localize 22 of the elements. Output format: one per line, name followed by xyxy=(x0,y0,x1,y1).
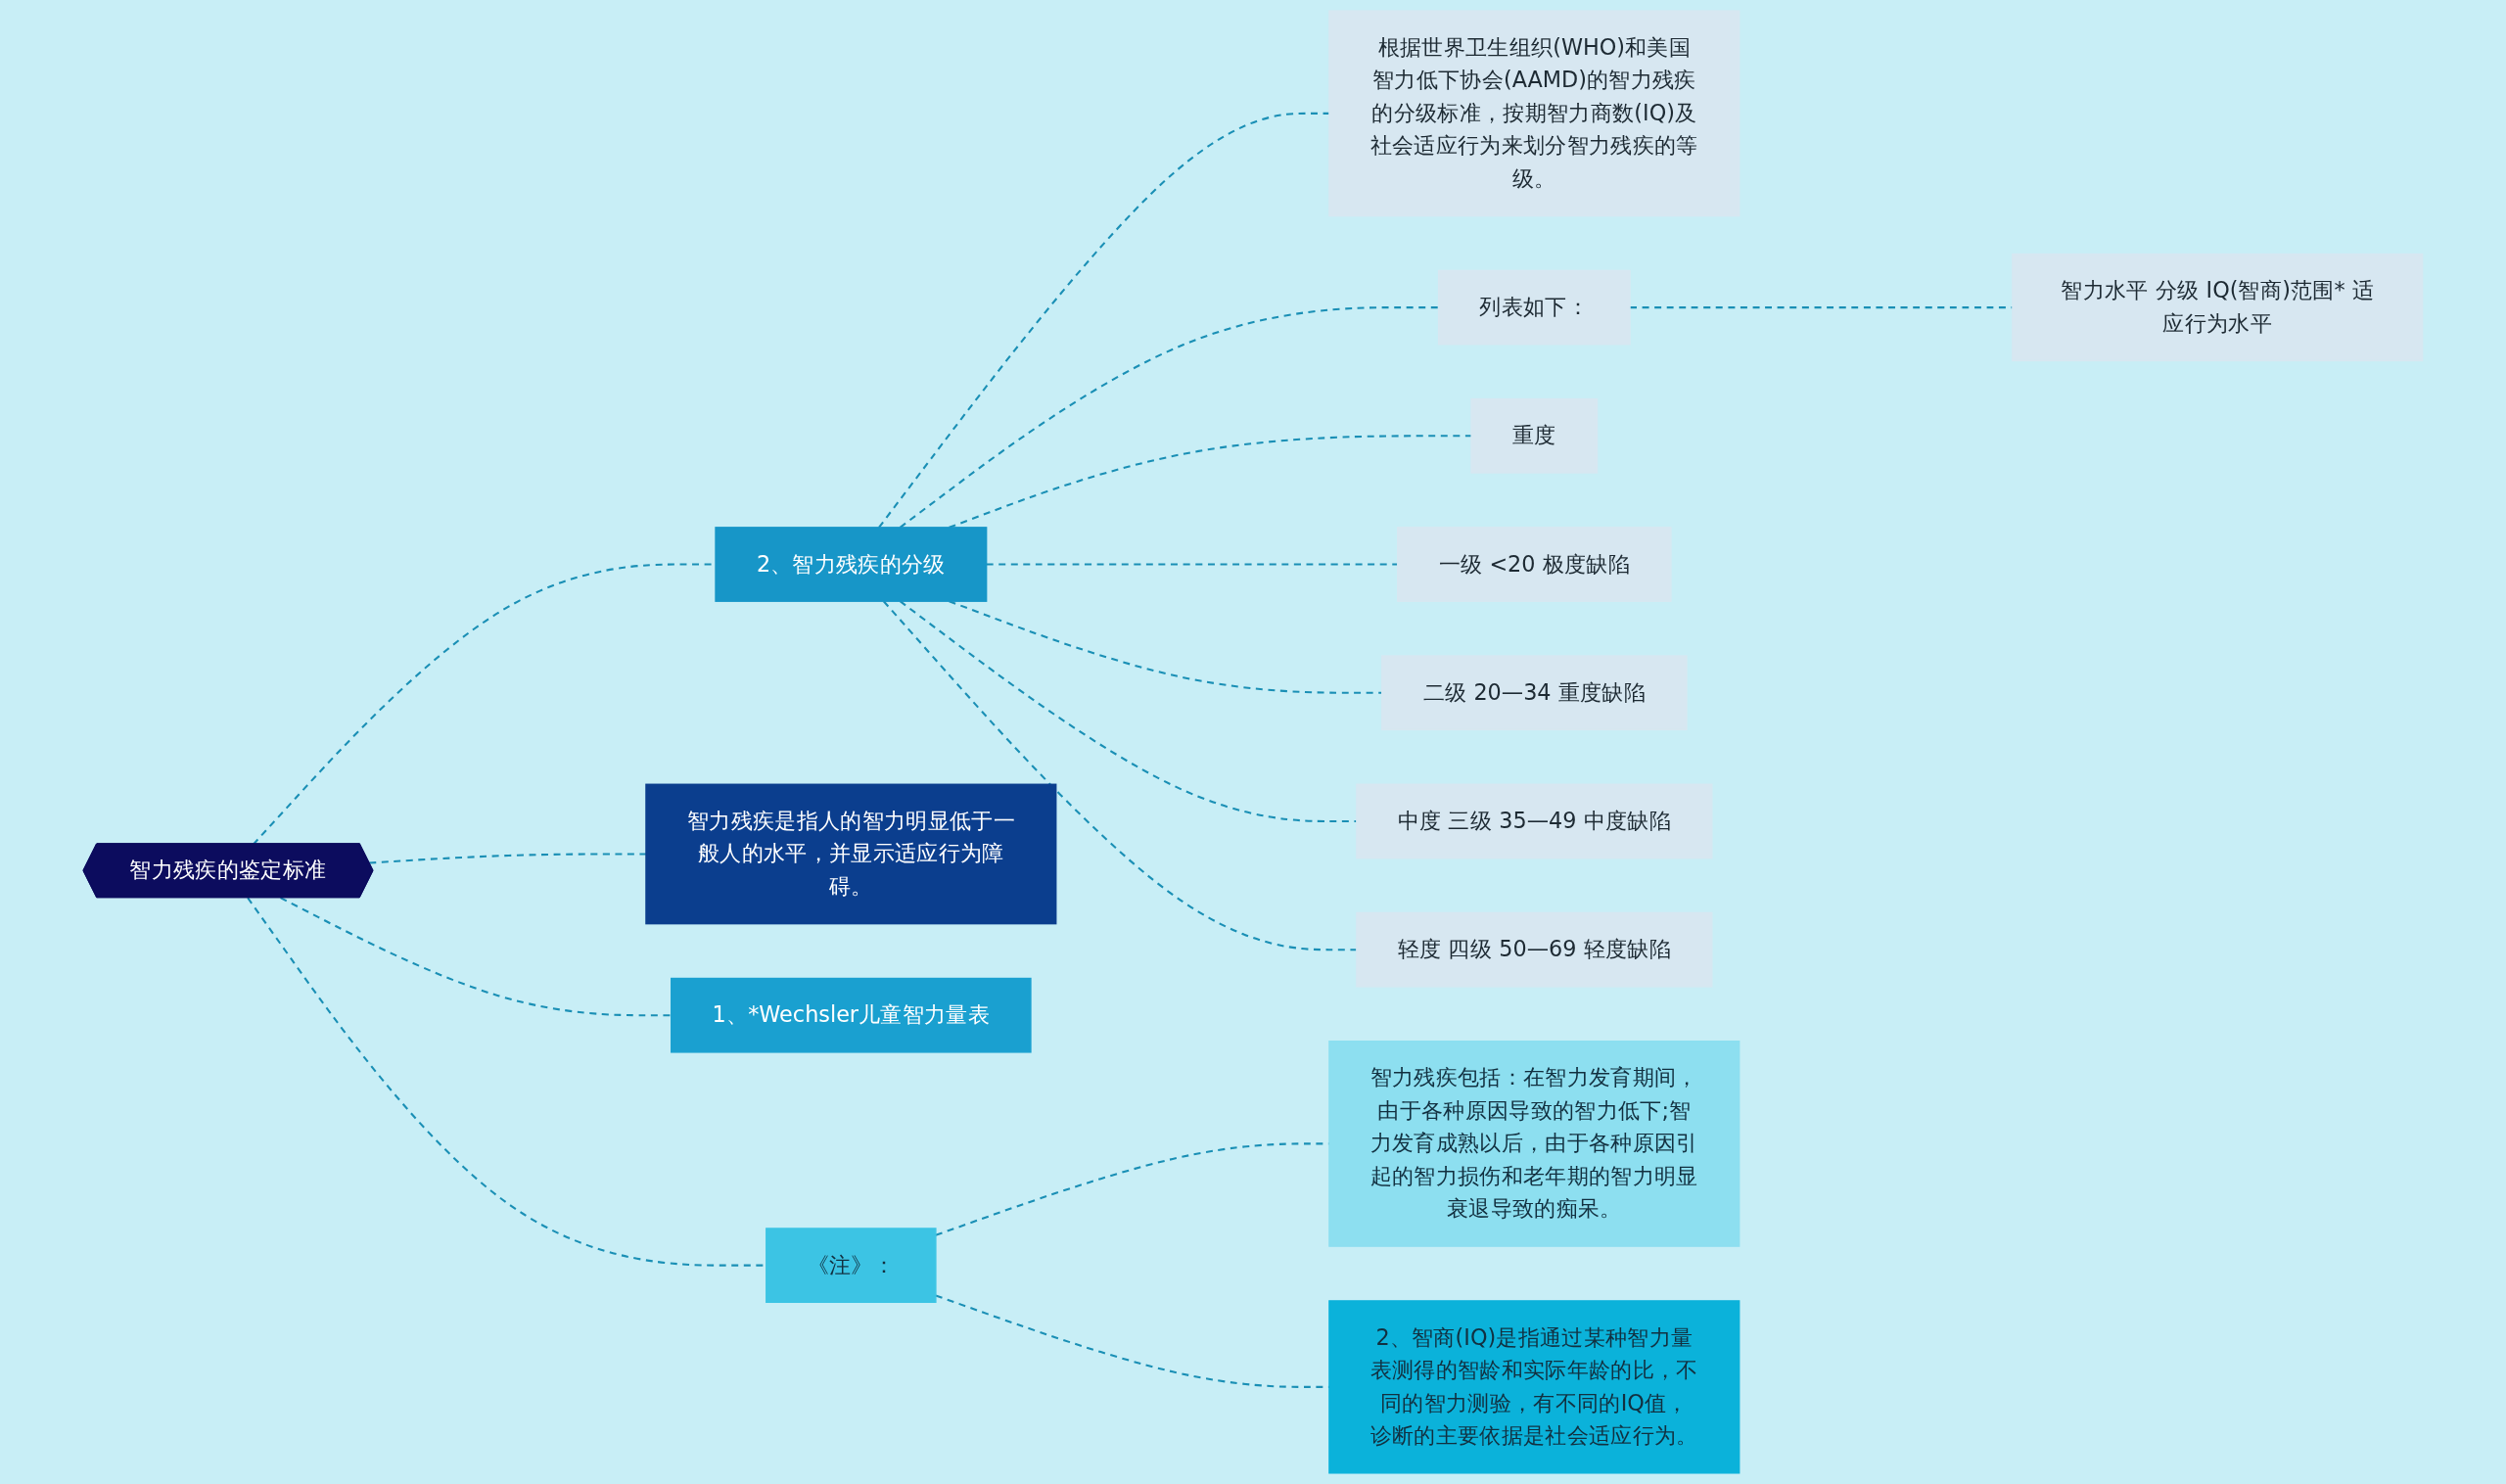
node-box: 智力残疾包括：在智力发育期间，由于各种原因导致的智力低下;智力发育成熟以后，由于各种原因引起的智力损伤和老年期的智力明显衰退导致的痴呆。 xyxy=(1328,1041,1740,1247)
connector xyxy=(883,600,1357,951)
connector xyxy=(899,306,1439,529)
node-box: 列表如下： xyxy=(1437,269,1631,346)
node-box: 1、*Wechsler儿童智力量表 xyxy=(671,977,1032,1053)
connector xyxy=(280,897,672,1017)
node-box: 轻度 四级 50—69 轻度缺陷 xyxy=(1356,911,1713,988)
connector xyxy=(369,853,647,864)
node-box: 智力残疾是指人的智力明显低于一般人的水平，并显示适应行为障碍。 xyxy=(645,783,1057,925)
node-box: 根据世界卫生组织(WHO)和美国智力低下协会(AAMD)的智力残疾的分级标准，按期智力商数(IQ)及社会适应行为来划分智力残疾的等级。 xyxy=(1328,10,1740,217)
node-box: 2、智力残疾的分级 xyxy=(715,527,988,602)
node-box: 2、智商(IQ)是指通过某种智力量表测得的智龄和实际年龄的比，不同的智力测验，有不同的IQ值，诊断的主要依据是社会适应行为。 xyxy=(1328,1300,1740,1474)
connector xyxy=(986,563,1398,566)
node-box: 《注》： xyxy=(766,1228,937,1304)
node-box: 中度 三级 35—49 中度缺陷 xyxy=(1356,783,1713,859)
node-box: 二级 20—34 重度缺陷 xyxy=(1381,655,1688,731)
node-box: 一级 <20 极度缺陷 xyxy=(1397,527,1672,602)
node-box: 重度 xyxy=(1470,397,1599,474)
connector xyxy=(878,112,1329,529)
node-box: 智力水平 分级 IQ(智商)范围* 适应行为水平 xyxy=(2012,253,2424,362)
connector xyxy=(949,435,1472,529)
connector xyxy=(949,600,1382,694)
